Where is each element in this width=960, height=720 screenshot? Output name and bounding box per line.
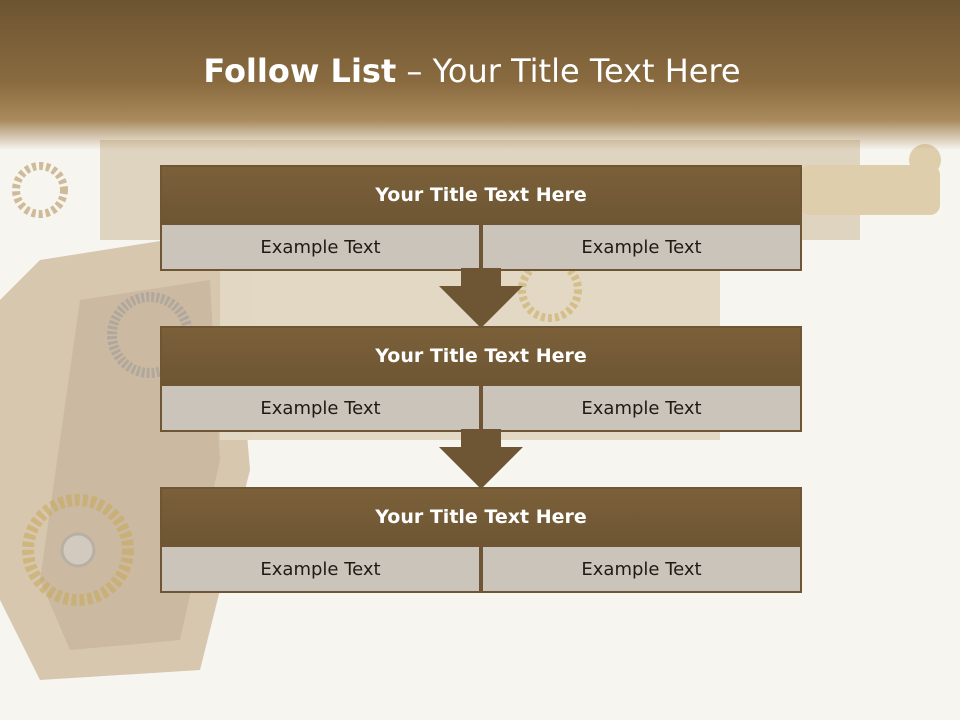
flow-step-2: Your Title Text Here Example Text Exampl… (160, 326, 802, 432)
title-bold: Follow List (203, 52, 397, 90)
step-left-cell: Example Text (162, 547, 479, 591)
step-right-cell: Example Text (483, 547, 800, 591)
title-rest: – Your Title Text Here (406, 52, 741, 90)
step-title: Your Title Text Here (162, 489, 800, 545)
gear-icon (12, 162, 68, 218)
down-arrow-icon (439, 268, 523, 328)
slide-title: Follow List – Your Title Text Here (0, 52, 944, 90)
flow-step-1: Your Title Text Here Example Text Exampl… (160, 165, 802, 271)
step-left-cell: Example Text (162, 225, 479, 269)
step-right-cell: Example Text (483, 386, 800, 430)
step-title: Your Title Text Here (162, 167, 800, 223)
step-title: Your Title Text Here (162, 328, 800, 384)
down-arrow-icon (439, 429, 523, 489)
step-right-cell: Example Text (483, 225, 800, 269)
header-band (0, 0, 960, 150)
step-left-cell: Example Text (162, 386, 479, 430)
flow-step-3: Your Title Text Here Example Text Exampl… (160, 487, 802, 593)
